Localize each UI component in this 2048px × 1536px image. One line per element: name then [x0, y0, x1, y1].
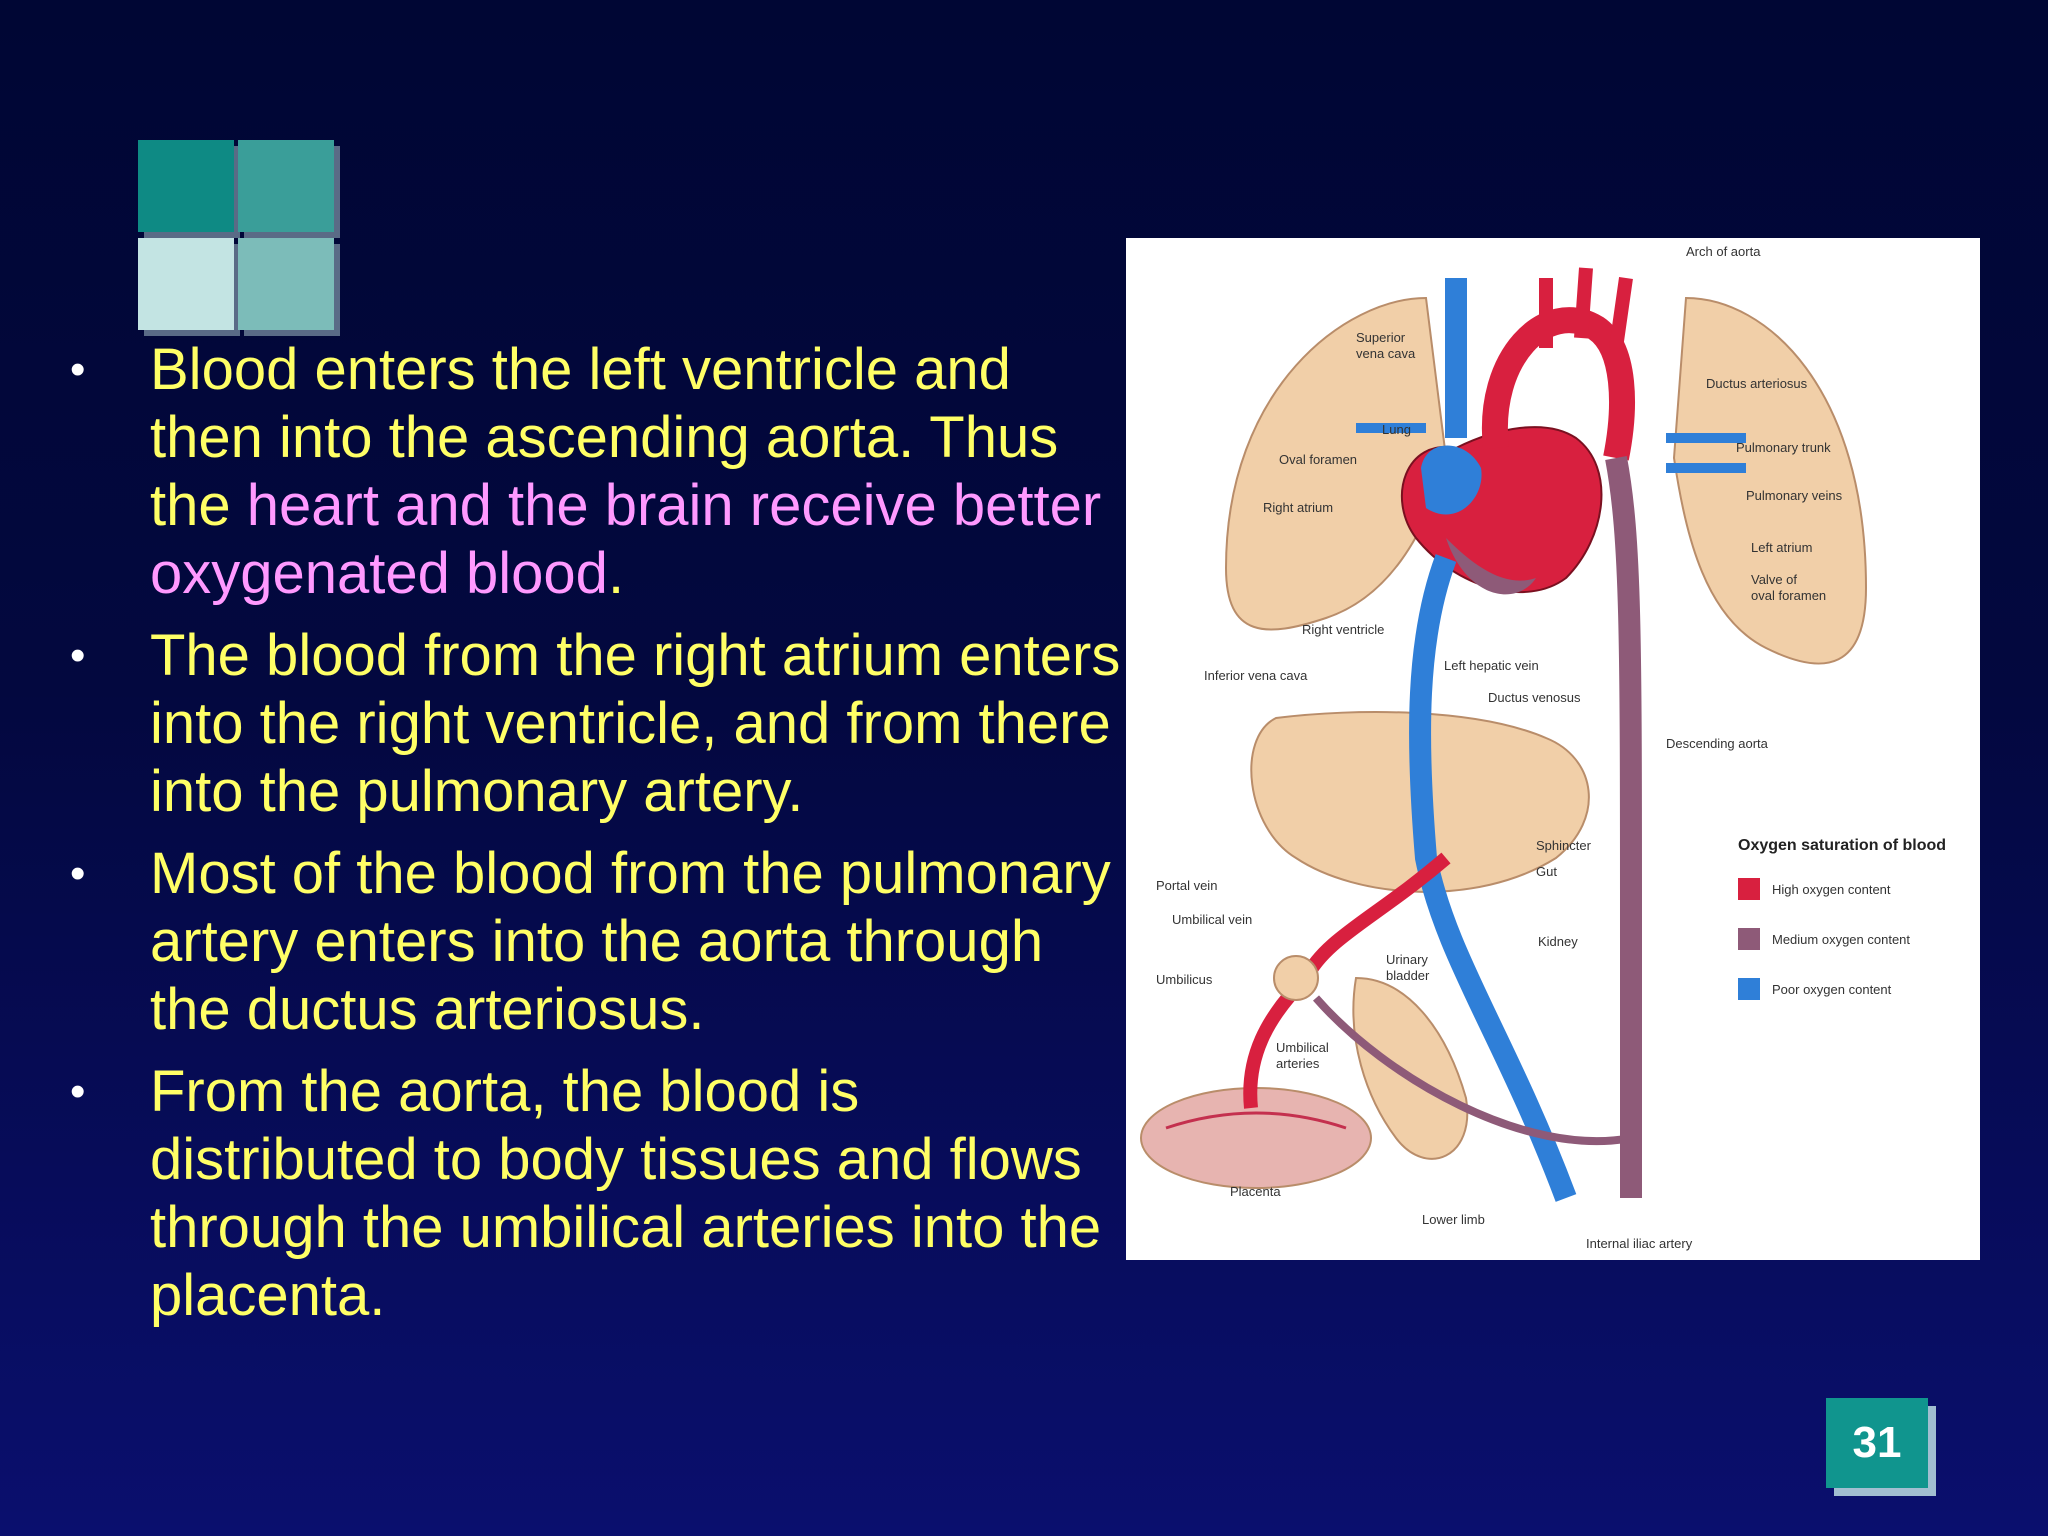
legend-title: Oxygen saturation of blood	[1738, 837, 1946, 854]
umbilicus-shape	[1273, 955, 1319, 1001]
right-ventricle-shape	[1446, 538, 1536, 595]
bullet-text: Blood enters the left ventricle and then…	[150, 337, 1059, 538]
bullet-text: heart and the brain receive better oxyge…	[150, 473, 1102, 606]
bullet-item: • Most of the blood from the pulmonary ar…	[70, 840, 1130, 1044]
label-superior-vena-cava-1: Superior	[1356, 330, 1406, 345]
label-right-ventricle: Right ventricle	[1302, 622, 1384, 637]
label-gut: Gut	[1536, 864, 1557, 879]
deco-square-1	[138, 140, 234, 232]
label-superior-vena-cava-2: vena cava	[1356, 346, 1416, 361]
bullet-item: • From the aorta, the blood is distribute…	[70, 1058, 1130, 1330]
fetal-circulation-diagram: Arch of aorta Superior vena cava Ductus …	[1126, 238, 1980, 1260]
arch-branches	[1539, 267, 1633, 349]
label-inferior-vena-cava: Inferior vena cava	[1204, 668, 1308, 683]
label-umbilical-arteries-2: arteries	[1276, 1056, 1320, 1071]
label-internal-iliac-artery: Internal iliac artery	[1586, 1236, 1693, 1251]
deco-square-4	[238, 238, 334, 330]
label-urinary-1: Urinary	[1386, 952, 1428, 967]
label-urinary-2: bladder	[1386, 968, 1430, 983]
label-descending-aorta: Descending aorta	[1666, 736, 1769, 751]
right-lung	[1224, 296, 1448, 631]
label-left-hepatic-vein: Left hepatic vein	[1444, 658, 1539, 673]
bullet-dot: •	[70, 631, 86, 680]
left-lung	[1672, 296, 1868, 665]
inferior-vena-cava	[1409, 554, 1577, 1202]
label-ductus-venosus: Ductus venosus	[1488, 690, 1581, 705]
descending-aorta	[1605, 455, 1642, 1198]
bullet-item: • Blood enters the left ventricle and the…	[70, 336, 1130, 608]
label-oval-foramen: Oval foramen	[1279, 452, 1357, 467]
placenta-vessels	[1165, 1111, 1347, 1130]
bullet-text: .	[607, 541, 625, 606]
bullet-text: Most of the blood from the pulmonary art…	[150, 841, 1111, 1042]
right-atrium-shape	[1421, 445, 1482, 515]
legend-label-high: High oxygen content	[1772, 882, 1891, 897]
label-lower-limb: Lower limb	[1422, 1212, 1485, 1227]
legend-swatch-high	[1738, 878, 1760, 900]
label-umbilical-vein: Umbilical vein	[1172, 912, 1252, 927]
page-number-badge: 31	[1826, 1398, 1928, 1488]
legend-swatch-poor	[1738, 978, 1760, 1000]
label-lung: Lung	[1382, 422, 1411, 437]
bullet-item: • The blood from the right atrium enters …	[70, 622, 1130, 826]
label-left-atrium: Left atrium	[1751, 540, 1812, 555]
deco-square-2	[238, 140, 334, 232]
label-arch-of-aorta: Arch of aorta	[1686, 244, 1761, 259]
legend-swatch-medium	[1738, 928, 1760, 950]
label-valve-2: oval foramen	[1751, 588, 1826, 603]
urinary-bladder	[1352, 976, 1469, 1160]
aortic-arch	[1481, 307, 1635, 461]
label-pulmonary-trunk: Pulmonary trunk	[1736, 440, 1831, 455]
legend-label-medium: Medium oxygen content	[1772, 932, 1910, 947]
diagram-svg: Arch of aorta Superior vena cava Ductus …	[1140, 244, 1946, 1251]
label-placenta: Placenta	[1230, 1184, 1281, 1199]
legend-label-poor: Poor oxygen content	[1772, 982, 1892, 997]
label-sphincter: Sphincter	[1536, 838, 1592, 853]
bullet-text: The blood from the right atrium enters i…	[150, 623, 1121, 824]
umbilical-arteries	[1312, 995, 1632, 1146]
label-umbilicus: Umbilicus	[1156, 972, 1213, 987]
deco-square-3	[138, 238, 234, 330]
label-portal-vein: Portal vein	[1156, 878, 1217, 893]
label-valve-1: Valve of	[1751, 572, 1797, 587]
bullet-dot: •	[70, 345, 86, 394]
bullet-list: • Blood enters the left ventricle and the…	[70, 336, 1130, 1344]
bullet-text: From the aorta, the blood is distributed…	[150, 1059, 1102, 1328]
label-umbilical-arteries-1: Umbilical	[1276, 1040, 1329, 1055]
label-ductus-arteriosus: Ductus arteriosus	[1706, 376, 1808, 391]
decorative-squares	[138, 140, 348, 346]
bullet-dot: •	[70, 1067, 86, 1116]
label-pulmonary-veins: Pulmonary veins	[1746, 488, 1843, 503]
pulmonary-vessels	[1356, 423, 1746, 473]
bullet-dot: •	[70, 849, 86, 898]
label-kidney: Kidney	[1538, 934, 1578, 949]
label-right-atrium: Right atrium	[1263, 500, 1333, 515]
